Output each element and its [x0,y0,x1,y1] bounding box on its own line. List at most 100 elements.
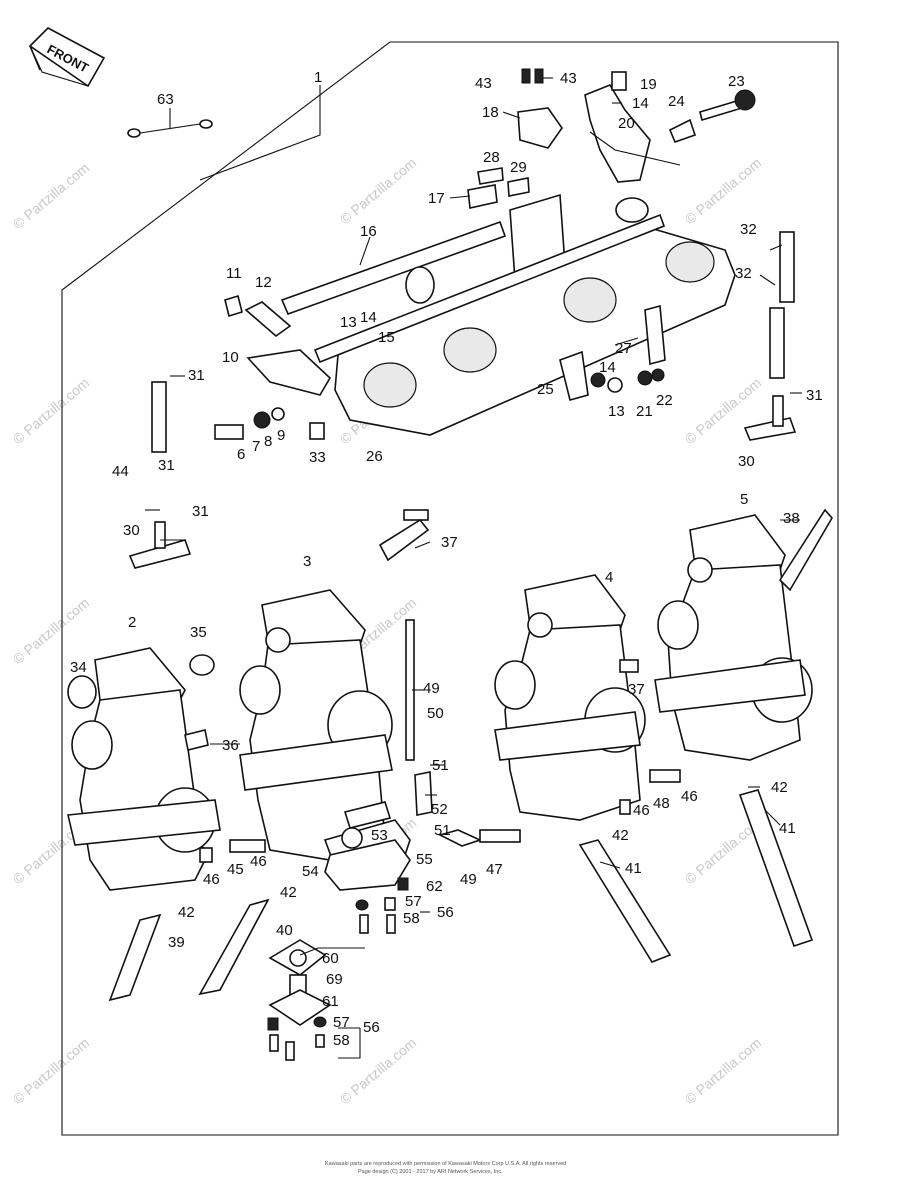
callout-10: 10 [222,349,239,366]
callout-4: 4 [605,569,613,586]
callout-19: 19 [640,76,657,93]
callout-31a: 31 [188,367,205,384]
callout-30b: 30 [123,522,140,539]
callout-58a: 58 [403,910,420,927]
callout-57a: 57 [405,893,422,910]
assembly-frame [61,41,839,1136]
callout-11: 11 [226,265,242,282]
callout-39: 39 [168,934,185,951]
fuel-hoses [108,769,814,1002]
callout-14b: 14 [632,95,649,112]
callout-31d: 31 [158,457,175,474]
callout-18: 18 [482,104,499,121]
throttle-shafts [280,213,666,364]
callout-22: 22 [656,392,673,409]
callouts: 1 2 3 4 5 6 7 8 9 10 11 12 13 13 14 14 1… [70,69,823,1049]
callout-7: 7 [252,438,260,455]
callout-9: 9 [277,427,285,444]
callout-31c: 31 [192,503,209,520]
footer-line-1: Kawasaki parts are reproduced with permi… [325,1161,566,1167]
callout-42a: 42 [178,904,195,921]
footer-copyright: Kawasaki parts are reproduced with permi… [325,1161,566,1175]
front-arrow: FRONT [28,27,106,88]
callout-24: 24 [668,93,685,110]
callout-41a: 41 [625,860,642,877]
vent-tubes [127,119,797,569]
watermark-1: © Partzilla.com [10,159,93,232]
callout-21: 21 [636,403,653,420]
callout-55: 55 [416,851,433,868]
carburetor-5 [654,508,833,761]
callout-48: 48 [653,795,670,812]
callout-62: 62 [426,878,443,895]
callout-51a: 51 [432,757,449,774]
callout-38: 38 [783,510,800,527]
callout-30a: 30 [738,453,755,470]
callout-45: 45 [227,861,244,878]
callout-60: 60 [322,950,339,967]
callout-5: 5 [740,491,748,508]
callout-40: 40 [276,922,293,939]
callout-35: 35 [190,624,207,641]
callout-32b: 32 [735,265,752,282]
leader-lines [145,77,802,1059]
callout-51b: 51 [434,822,451,839]
callout-57b: 57 [333,1014,350,1031]
callout-14c: 14 [599,359,616,376]
callout-26: 26 [366,448,383,465]
callout-13a: 13 [340,314,357,331]
callout-54: 54 [302,863,319,880]
callout-28: 28 [483,149,500,166]
callout-58b: 58 [333,1032,350,1049]
upper-small-parts [214,68,756,440]
callout-29: 29 [510,159,527,176]
callout-17: 17 [428,190,445,207]
callout-46d: 46 [681,788,698,805]
callout-32a: 32 [740,221,757,238]
callout-43b: 43 [560,70,577,87]
callout-46b: 46 [250,853,267,870]
watermark-2: © Partzilla.com [337,154,420,227]
callout-1: 1 [314,69,322,86]
callout-69: 69 [326,971,343,988]
callout-42b: 42 [280,884,297,901]
callout-37b: 37 [628,681,645,698]
callout-13b: 13 [608,403,625,420]
callout-63: 63 [157,91,174,108]
callout-49a: 49 [423,680,440,697]
callout-8: 8 [264,433,272,450]
carburetor-4 [494,574,646,821]
callout-37a: 37 [441,534,458,551]
callout-25: 25 [537,381,554,398]
callout-16: 16 [360,223,377,240]
float-parts [267,827,411,1061]
callout-50: 50 [427,705,444,722]
watermark-4: © Partzilla.com [10,374,93,447]
callout-36: 36 [222,737,239,754]
callout-2: 2 [128,614,136,631]
mounting-plate [334,193,736,436]
callout-44: 44 [112,463,129,480]
callout-34: 34 [70,659,87,676]
footer-line-2: Page design (C) 2001 - 2017 by ARI Netwo… [358,1169,503,1175]
callout-31b: 31 [806,387,823,404]
callout-20: 20 [618,115,635,132]
callout-49b: 49 [460,871,477,888]
callout-3: 3 [303,553,311,570]
watermark-15: © Partzilla.com [682,1034,765,1107]
callout-61: 61 [322,993,339,1010]
callout-27: 27 [615,340,632,357]
callout-23: 23 [728,73,745,90]
callout-46a: 46 [203,871,220,888]
callout-15: 15 [378,329,395,346]
callout-12: 12 [255,274,272,291]
callout-6: 6 [237,446,245,463]
callout-56b: 56 [363,1019,380,1036]
callout-56a: 56 [437,904,454,921]
callout-52: 52 [431,801,448,818]
callout-42c: 42 [612,827,629,844]
callout-33: 33 [309,449,326,466]
watermark-3: © Partzilla.com [682,154,765,227]
callout-43a: 43 [475,75,492,92]
